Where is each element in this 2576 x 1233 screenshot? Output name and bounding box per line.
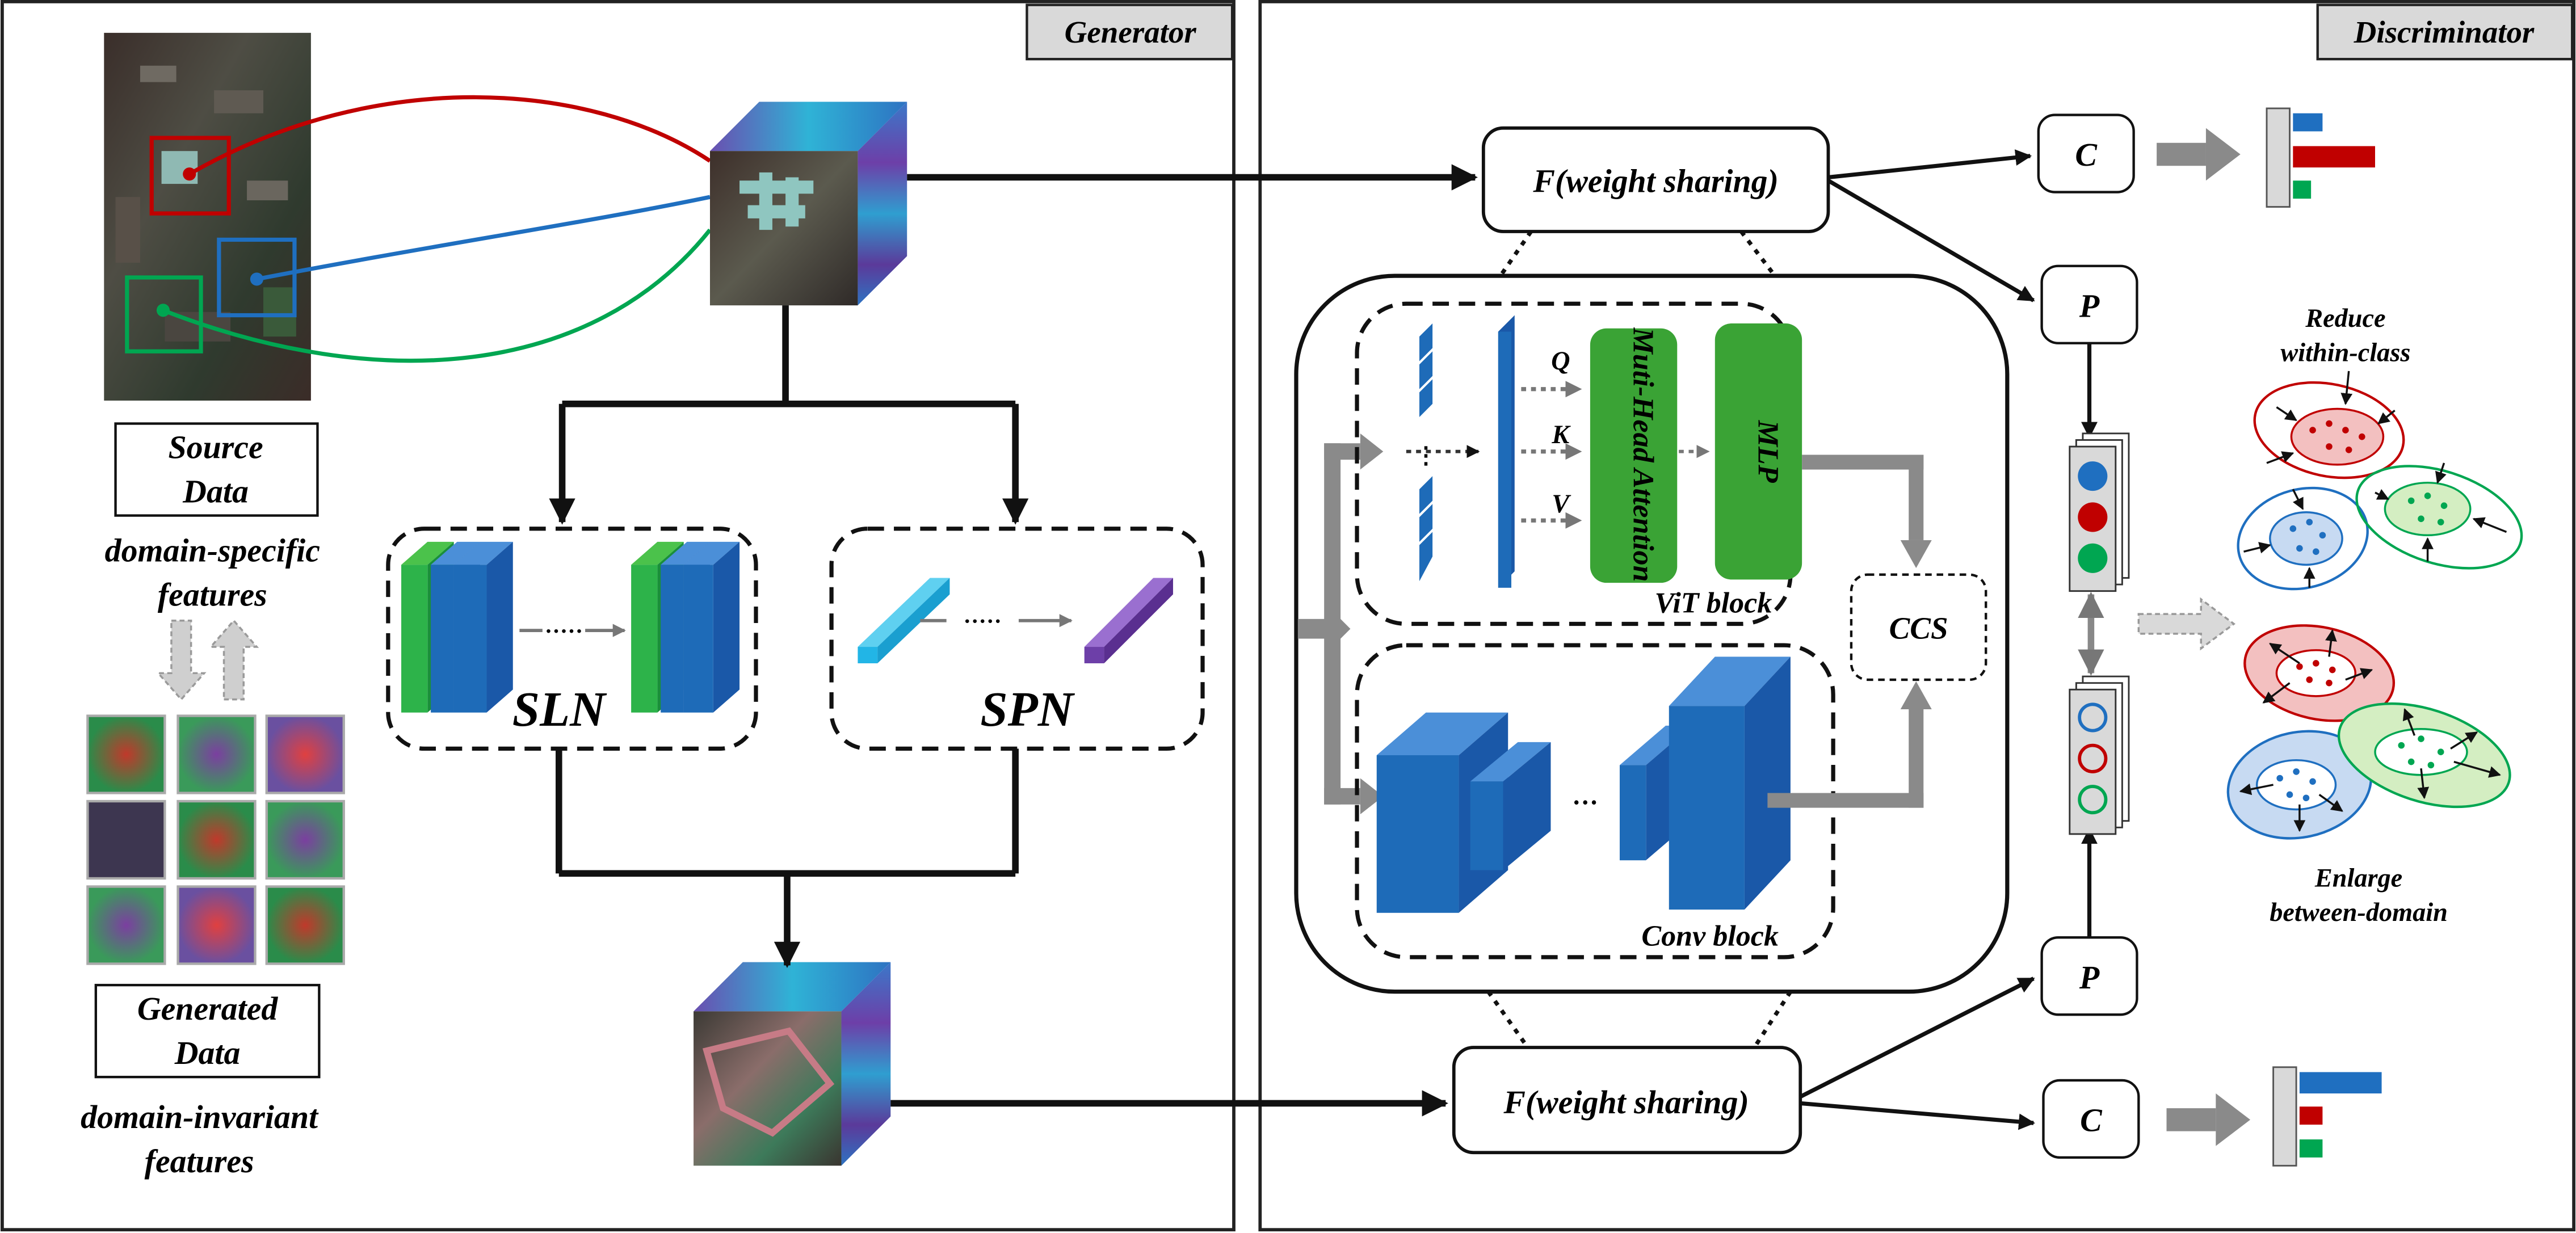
- reduce-line2: within-class: [2280, 339, 2410, 368]
- f-output-arrows: [1799, 149, 2036, 1130]
- green-patch-box: [125, 275, 203, 354]
- p-top-label: P: [2079, 287, 2100, 324]
- vit-block: ⋮ Q K V Muti-Head Attention MLP ViT bloc…: [1355, 301, 1802, 626]
- prototype-stack-bottom: [2069, 675, 2130, 835]
- input-cube: [709, 102, 907, 306]
- generator-panel: Generator: [1, 0, 1236, 1232]
- k-label: K: [1551, 420, 1571, 449]
- source-features-line1: domain-specific: [105, 532, 320, 569]
- source-label-line2: Data: [182, 473, 249, 510]
- discriminator-title-box: [2316, 3, 2574, 61]
- blue-patch-box: [217, 237, 297, 318]
- bottom-class-bars: [2272, 1066, 2382, 1167]
- vit-block-label: ViT block: [1654, 587, 1772, 619]
- ccs-box: [1850, 573, 1987, 681]
- enlarge-line2: between-domain: [2270, 898, 2448, 927]
- p-bottom-label: P: [2079, 959, 2100, 996]
- conv-block: ··· Conv block: [1355, 643, 1835, 960]
- sln-block: ····· SLN: [386, 527, 758, 751]
- attention-block: [1590, 328, 1678, 583]
- between-domain-clusters: [2226, 624, 2511, 840]
- generated-features-line2: features: [145, 1143, 254, 1180]
- c-top-label: C: [2075, 136, 2098, 173]
- conv-block-label: Conv block: [1641, 920, 1779, 953]
- p-top-box: [2040, 264, 2138, 344]
- source-image: [104, 32, 311, 401]
- ccs-connectors: [1767, 455, 1932, 808]
- spn-label: SPN: [980, 682, 1075, 737]
- blue-link: [256, 195, 711, 281]
- domain-swap-arrows: [156, 619, 259, 701]
- generator-title: Generator: [1065, 15, 1197, 49]
- classifier-output-arrows: [2157, 128, 2251, 1146]
- source-features-line2: features: [158, 576, 267, 613]
- c-top-box: [2037, 113, 2135, 193]
- reduce-line1: Reduce: [2305, 304, 2385, 333]
- enlarge-line1: Enlarge: [2314, 864, 2402, 893]
- svg-text:·····: ·····: [964, 608, 1002, 634]
- generated-tiles: [86, 714, 345, 965]
- generated-cube: [694, 962, 891, 1166]
- spn-block: ····· SPN: [829, 527, 1205, 751]
- top-class-bars: [2266, 107, 2375, 208]
- c-bottom-box: [2042, 1079, 2140, 1159]
- f-top-label: F(weight sharing): [1532, 163, 1778, 200]
- mlp-block: [1714, 323, 1802, 580]
- discriminator-panel: Discriminator: [1258, 0, 2575, 1232]
- within-class-clusters: [2237, 371, 2523, 591]
- mlp-label: MLP: [1751, 420, 1784, 483]
- prototype-stack-top: [2069, 432, 2130, 592]
- red-patch-box: [149, 136, 231, 216]
- svg-text:⋮: ⋮: [1414, 443, 1438, 468]
- source-data-box: [114, 422, 319, 517]
- cluster-transition-arrow: [2137, 597, 2236, 651]
- f-bottom-label: F(weight sharing): [1503, 1084, 1749, 1121]
- red-link: [188, 95, 712, 176]
- generator-title-box: [1026, 3, 1234, 61]
- generator-flow: [549, 305, 1029, 968]
- generated-features-line1: domain-invariant: [81, 1099, 319, 1135]
- svg-text:·····: ·····: [545, 618, 583, 644]
- q-label: Q: [1551, 347, 1570, 376]
- generated-label-line1: Generated: [137, 990, 279, 1027]
- source-label-line1: Source: [168, 428, 263, 465]
- discriminator-title: Discriminator: [2354, 15, 2535, 49]
- generated-label-line2: Data: [174, 1034, 241, 1071]
- sln-label: SLN: [512, 682, 607, 737]
- f-bottom-box: [1452, 1046, 1802, 1155]
- attention-label: Muti-Head Attention: [1627, 327, 1659, 582]
- f-top-box: [1481, 126, 1830, 233]
- feature-split-arrows: [1297, 433, 1384, 815]
- svg-text:···: ···: [1572, 788, 1598, 817]
- ccs-label: CCS: [1889, 611, 1948, 646]
- weight-share-connectors: [1486, 230, 1792, 1049]
- c-bottom-label: C: [2080, 1102, 2103, 1139]
- v-label: V: [1552, 490, 1571, 519]
- generated-data-box: [94, 983, 321, 1079]
- green-link: [162, 228, 712, 363]
